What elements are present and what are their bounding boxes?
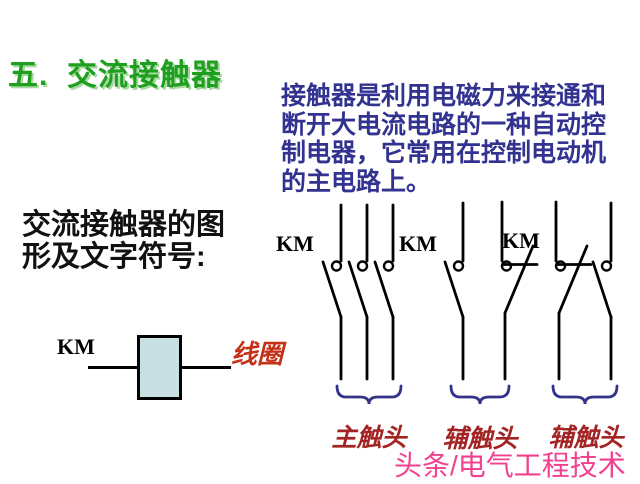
intro-line-2: 断开大电流电路的一种自动控 <box>281 110 607 139</box>
aux1-contacts-brace <box>449 384 511 405</box>
coil-lead-right <box>181 366 231 369</box>
caption-line-2: 形及文字符号: <box>22 241 206 273</box>
main-contact-no-3 <box>373 203 395 381</box>
coil-symbol <box>137 335 182 400</box>
contact-symbols-diagram <box>321 200 619 405</box>
main-contacts-brace <box>335 384 403 405</box>
intro-line-1: 接触器是利用电磁力来接通和 <box>281 82 607 110</box>
intro-paragraph: 接触器是利用电磁力来接通和 断开大电流电路的一种自动控 制电器，它常用在控制电动… <box>281 82 640 196</box>
aux2-contact-no <box>591 201 613 381</box>
aux1-contact-no <box>443 201 465 381</box>
main-contact-no-1 <box>321 203 343 381</box>
aux-contacts-2-label: 辅触头 <box>548 424 624 452</box>
main-contact-no-2 <box>347 203 369 381</box>
aux-contacts-2-km-label: KM <box>502 228 540 253</box>
coil-label: 线圈 <box>231 339 284 369</box>
intro-line-4: 的主电路上。 <box>281 167 432 196</box>
slide-title: 五. 交流接触器 <box>8 59 223 92</box>
symbol-caption: 交流接触器的图 形及文字符号: <box>22 209 262 273</box>
intro-line-3: 制电器，它常用在控制电动机 <box>281 139 607 167</box>
main-contacts-km-label: KM <box>276 231 314 256</box>
aux-contacts-1-km-label: KM <box>399 231 437 256</box>
watermark-text: 头条/电气工程技术 <box>394 450 626 481</box>
aux2-contacts-brace <box>551 384 619 405</box>
coil-km-label: KM <box>57 334 95 359</box>
aux2-contact-nc <box>554 200 593 381</box>
main-contacts-label: 主触头 <box>331 424 407 452</box>
aux1-contact-nc <box>500 200 539 381</box>
aux-contacts-1-label: 辅触头 <box>442 425 518 453</box>
caption-line-1: 交流接触器的图 <box>22 209 226 241</box>
coil-lead-left <box>88 366 138 369</box>
